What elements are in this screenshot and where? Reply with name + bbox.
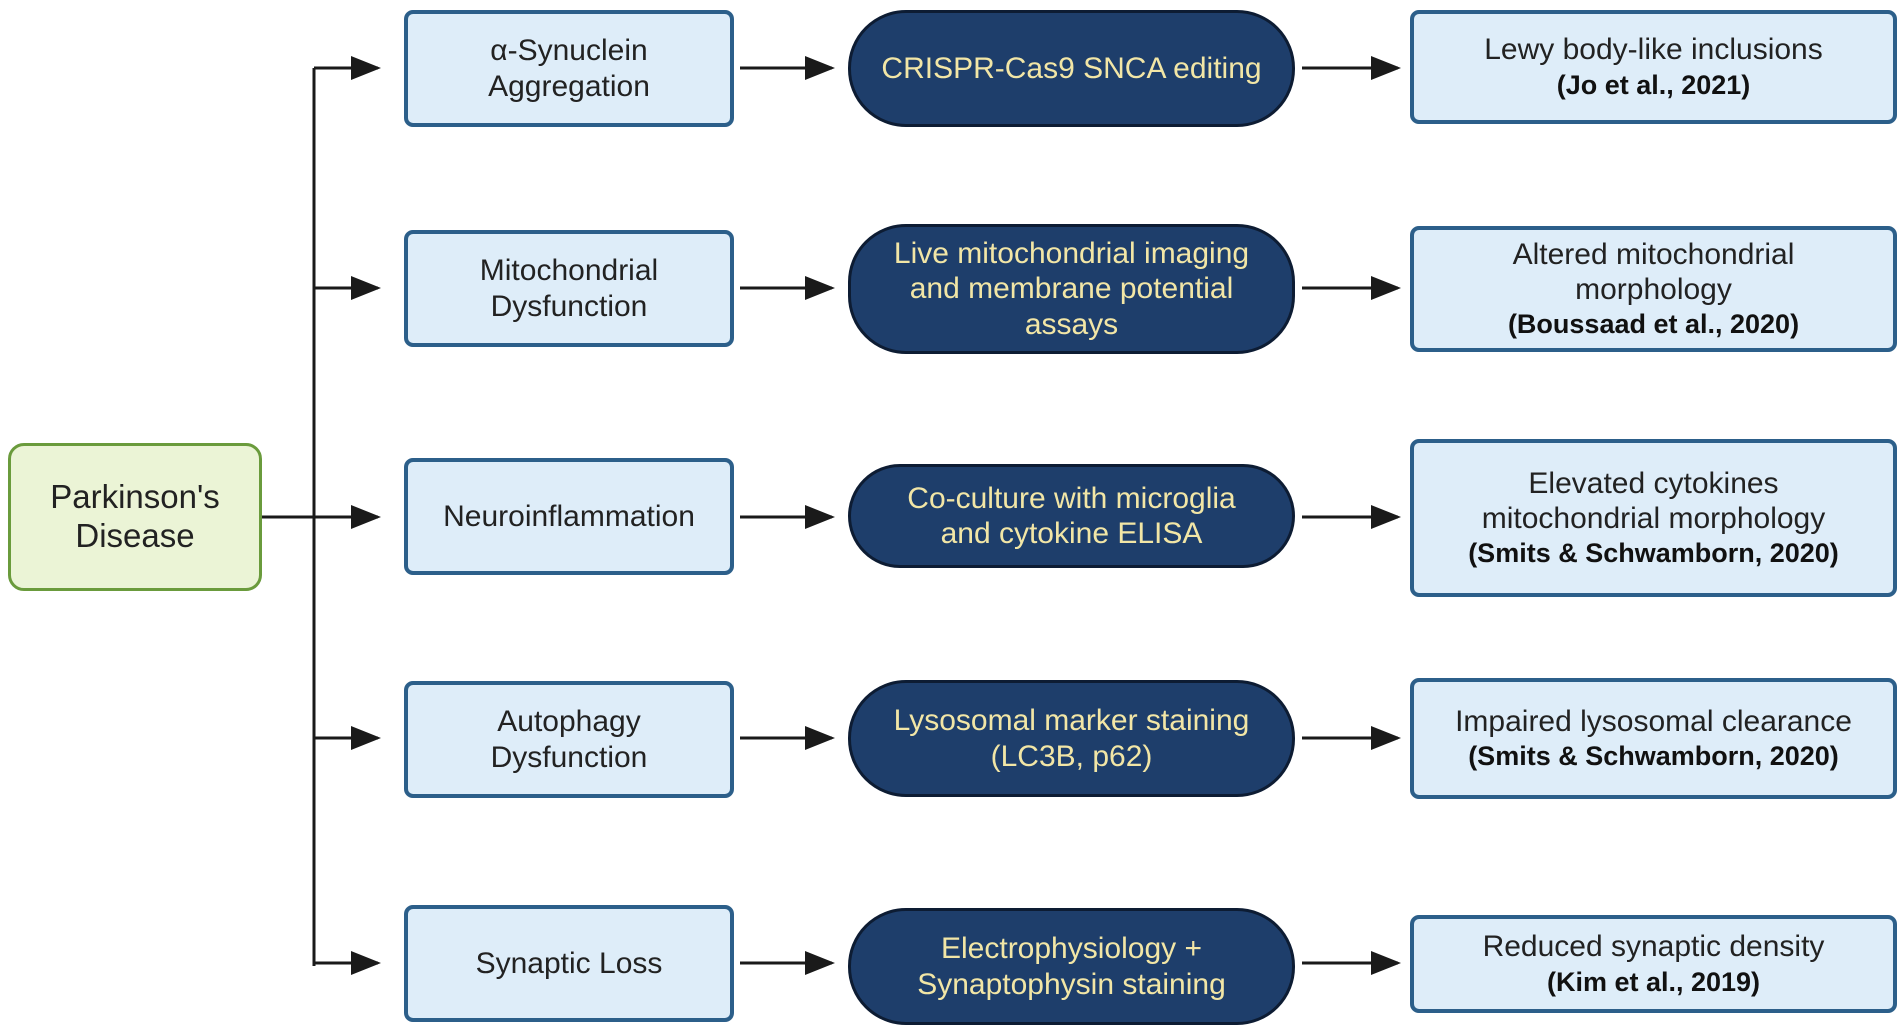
method-line: Lysosomal marker staining: [893, 704, 1250, 738]
citation: (Kim et al., 2019): [1546, 966, 1761, 997]
mechanism-box-synaptic-loss: Synaptic Loss: [404, 905, 734, 1022]
mechanism-line: Dysfunction: [490, 740, 648, 774]
result-line: mitochondrial morphology: [1481, 502, 1826, 536]
method-pill-lysosomal: Lysosomal marker staining (LC3B, p62): [848, 680, 1295, 797]
root-node: Parkinson's Disease: [8, 443, 262, 591]
method-line: assays: [1024, 307, 1119, 341]
method-pill-electrophysiology: Electrophysiology + Synaptophysin staini…: [848, 908, 1295, 1025]
method-pill-crispr: CRISPR-Cas9 SNCA editing: [848, 10, 1295, 127]
result-box-lysosomal: Impaired lysosomal clearance (Smits & Sc…: [1410, 678, 1897, 799]
result-line: Impaired lysosomal clearance: [1455, 704, 1852, 738]
method-line: Electrophysiology +: [941, 932, 1202, 966]
method-line: and cytokine ELISA: [940, 517, 1203, 550]
result-line: Reduced synaptic density: [1482, 930, 1825, 964]
mechanism-line: α-Synuclein: [490, 34, 648, 68]
root-line-2: Disease: [75, 517, 195, 554]
result-box-mito-morphology: Altered mitochondrial morphology (Boussa…: [1410, 226, 1897, 352]
result-line: Lewy body-like inclusions: [1484, 33, 1823, 67]
result-line: Altered mitochondrial: [1512, 237, 1795, 271]
citation: (Smits & Schwamborn, 2020): [1468, 538, 1839, 569]
method-line: Co-culture with microglia: [907, 481, 1236, 515]
method-pill-mito-imaging: Live mitochondrial imaging and membrane …: [848, 224, 1295, 354]
result-line: Elevated cytokines: [1528, 466, 1779, 500]
method-line: Synaptophysin staining: [917, 967, 1226, 1001]
mechanism-line: Mitochondrial: [479, 254, 659, 288]
method-pill-coculture: Co-culture with microglia and cytokine E…: [848, 464, 1295, 568]
citation: (Smits & Schwamborn, 2020): [1468, 741, 1839, 772]
result-box-lewy-body: Lewy body-like inclusions (Jo et al., 20…: [1410, 10, 1897, 124]
mechanism-line: Neuroinflammation: [443, 499, 695, 533]
result-box-cytokines: Elevated cytokines mitochondrial morphol…: [1410, 439, 1897, 597]
method-line: and membrane potential: [909, 272, 1234, 306]
citation: (Jo et al., 2021): [1556, 69, 1751, 100]
citation: (Boussaad et al., 2020): [1507, 309, 1800, 340]
mechanism-box-alpha-synuclein: α-Synuclein Aggregation: [404, 10, 734, 127]
result-box-synaptic-density: Reduced synaptic density (Kim et al., 20…: [1410, 915, 1897, 1013]
method-line: CRISPR-Cas9 SNCA editing: [881, 51, 1262, 85]
method-line: Live mitochondrial imaging: [893, 236, 1250, 270]
mechanism-line: Aggregation: [488, 69, 650, 103]
root-line-1: Parkinson's: [50, 478, 220, 516]
mechanism-line: Synaptic Loss: [475, 946, 663, 980]
mechanism-line: Autophagy: [497, 705, 641, 739]
arrow-group: [314, 56, 1401, 975]
mechanism-box-mitochondrial: Mitochondrial Dysfunction: [404, 230, 734, 347]
mechanism-box-neuroinflammation: Neuroinflammation: [404, 458, 734, 575]
mechanism-line: Dysfunction: [490, 289, 648, 323]
result-line: morphology: [1575, 273, 1732, 307]
method-line: (LC3B, p62): [990, 739, 1153, 773]
mechanism-box-autophagy: Autophagy Dysfunction: [404, 681, 734, 798]
